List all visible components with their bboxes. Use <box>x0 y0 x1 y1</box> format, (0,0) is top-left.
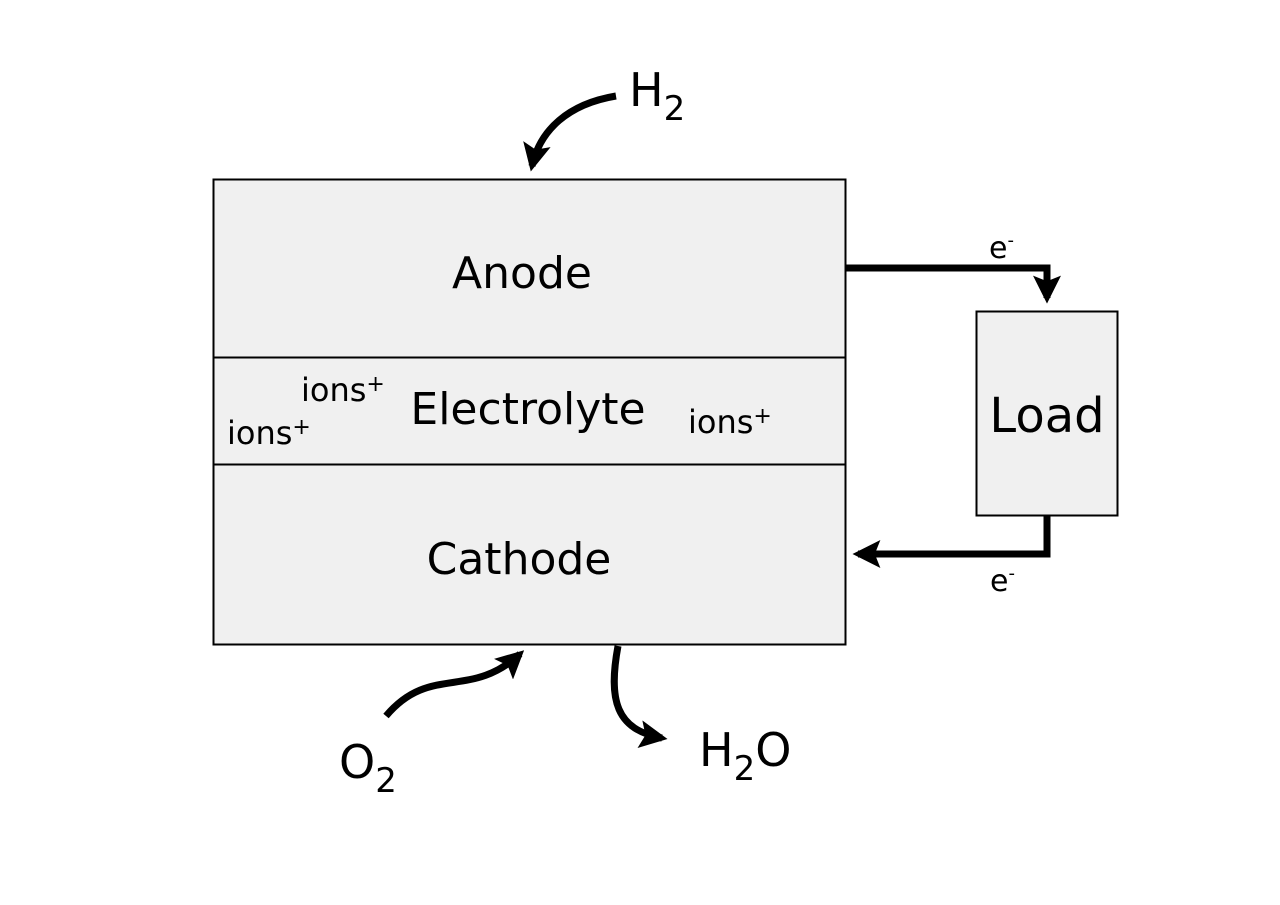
hydrogen-inlet-arrow <box>523 92 617 172</box>
electrolyte-layer <box>212 356 847 466</box>
ion-label: ions+ <box>688 403 772 441</box>
electron-label-bottom: e- <box>990 563 1015 599</box>
ion-label: ions+ <box>301 371 385 409</box>
electrolyte-label: Electrolyte <box>410 384 645 435</box>
hydrogen-label: H2 <box>629 63 685 129</box>
anode-label: Anode <box>452 248 592 299</box>
oxygen-inlet-arrow <box>383 650 525 719</box>
water-label: H2O <box>699 723 791 789</box>
cathode-label: Cathode <box>427 534 612 585</box>
electron-label-top: e- <box>989 230 1014 266</box>
water-outlet-arrow <box>610 645 668 748</box>
electron-flow-top-arrow <box>846 264 1061 304</box>
anode-layer <box>212 178 847 359</box>
electron-flow-bottom-arrow <box>852 516 1051 568</box>
load-box <box>975 310 1119 517</box>
ion-label: ions+ <box>227 414 311 452</box>
cathode-layer <box>212 463 847 646</box>
oxygen-label: O2 <box>339 735 397 801</box>
load-label: Load <box>989 388 1104 444</box>
